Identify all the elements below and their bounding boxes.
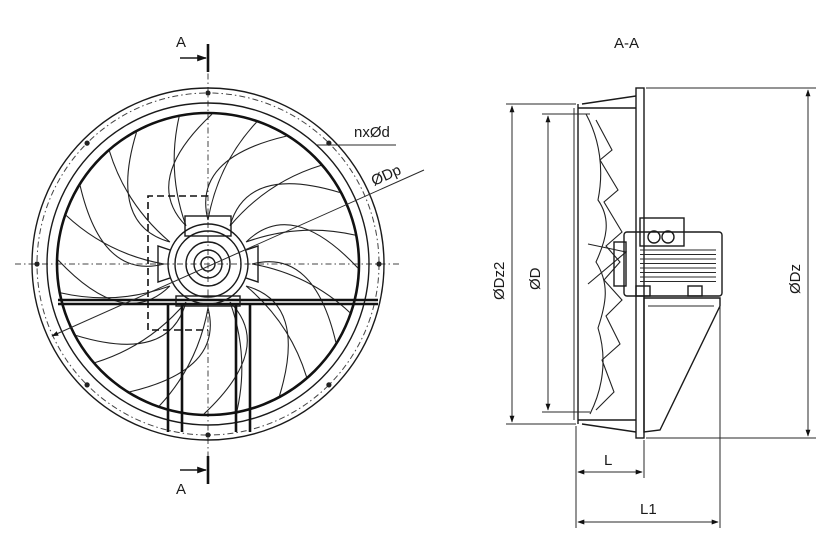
terminal-box: [184, 215, 232, 237]
support-hidden-outline: [147, 195, 208, 331]
flange-outer-circle: [31, 87, 385, 441]
bolt-hole: [376, 261, 382, 267]
bolt-hole: [205, 432, 211, 438]
motor-shield: [185, 241, 231, 287]
cable-gland-2: [661, 230, 675, 244]
motor-foot-left: [635, 285, 651, 297]
motor-housing-outer: [167, 223, 249, 305]
hub-profile: [587, 243, 628, 285]
casing-taper: [581, 95, 637, 433]
dim-dz2-label: ØDz2: [491, 262, 508, 300]
blade: [168, 113, 213, 227]
dim-l1-label: L1: [640, 501, 657, 518]
bolt-hole: [326, 140, 332, 146]
pitch-diameter-leader: [51, 169, 425, 337]
section-view-title: A-A: [614, 35, 639, 52]
bolt-hole: [205, 90, 211, 96]
support-bracket: [643, 297, 721, 433]
blade: [108, 132, 171, 243]
hub: [193, 249, 223, 279]
blade: [65, 185, 165, 267]
section-view: A-A: [491, 35, 816, 528]
blade: [205, 121, 287, 221]
shaft: [200, 256, 216, 272]
motor-foot: [175, 295, 241, 307]
motor-housing-ring: [174, 230, 242, 298]
motor-flange-side: [613, 241, 627, 287]
blade: [76, 301, 187, 364]
motor-fins: [157, 245, 259, 283]
pitch-diameter-label: ØDp: [369, 162, 404, 190]
dim-d-label: ØD: [527, 267, 544, 290]
motor-foot-right: [687, 285, 703, 297]
section-label-bottom: A: [176, 481, 186, 498]
dim-dz-label: ØDz: [787, 264, 804, 294]
bolt-hole: [326, 382, 332, 388]
dim-l-label: L: [604, 452, 612, 469]
motor-cooling-ribs: [640, 249, 716, 282]
section-label-top: A: [176, 34, 186, 51]
holes-label: nxØd: [354, 124, 390, 141]
front-view: A A nxØd ØDp: [15, 34, 425, 498]
blade: [245, 285, 308, 396]
bolt-hole: [34, 261, 40, 267]
bolt-hole: [84, 382, 90, 388]
blade: [251, 261, 351, 343]
motor-front: [157, 215, 259, 307]
motor-body-side: [623, 231, 723, 297]
cable-gland-1: [647, 230, 661, 244]
blade: [203, 301, 248, 415]
bolt-hole: [84, 140, 90, 146]
flange-inner-circle: [46, 102, 370, 426]
blade: [57, 259, 171, 304]
blade-profile-left: [585, 113, 607, 415]
bolt-holes: [34, 90, 382, 438]
casing-walls: [577, 104, 636, 424]
motor-side: [613, 217, 723, 297]
blade: [229, 164, 340, 227]
casing-bore-circle: [55, 111, 361, 417]
blade-profile-jagged: [595, 119, 623, 411]
blade: [129, 307, 211, 407]
